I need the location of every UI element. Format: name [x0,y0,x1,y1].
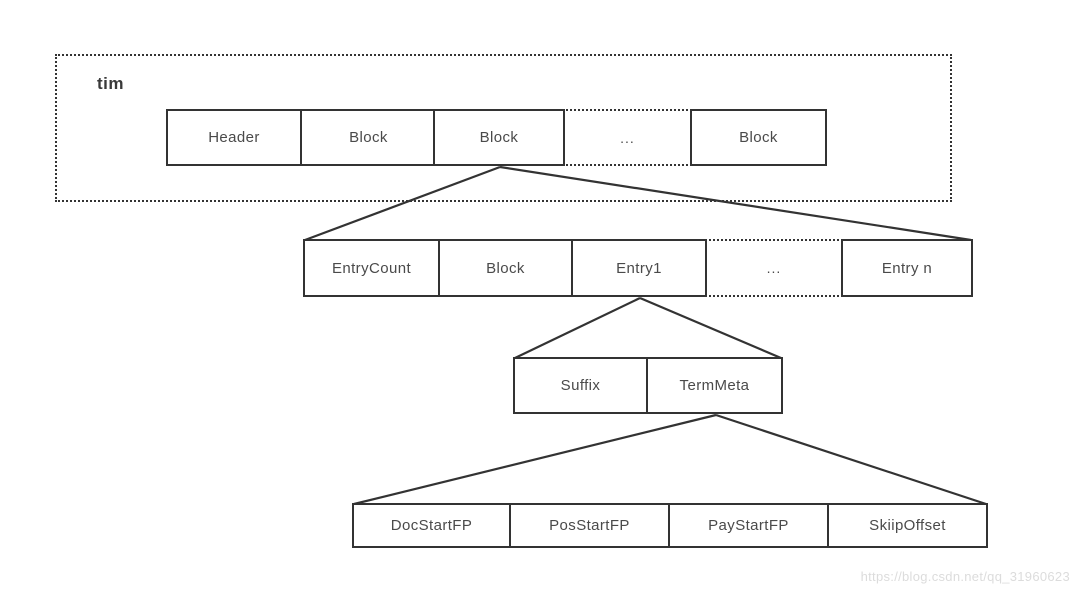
tim-label: tim [97,74,124,93]
docstartfp-box: DocStartFP [352,503,511,548]
connector-block-to-row2-right [499,165,972,242]
connector-entry1-to-row3-right [639,296,782,360]
tim-file-container [55,54,952,202]
connector-termmeta-to-row4-left [353,413,717,506]
block-box-1: Block [300,109,437,166]
connector-entry1-to-row3-left [514,297,641,359]
block-box-3: Block [690,109,827,166]
header-box: Header [166,109,302,166]
posstartfp-box: PosStartFP [509,503,670,548]
block-box-4: Block [438,239,573,297]
ellipsis-box-row1: ... [563,109,692,166]
watermark-text: https://blog.csdn.net/qq_31960623 [860,569,1070,584]
entry1-box: Entry1 [571,239,707,297]
suffix-box: Suffix [513,357,648,414]
block-box-2: Block [433,109,565,166]
skiipoffset-box: SkiipOffset [827,503,988,548]
connector-termmeta-to-row4-right [715,413,987,506]
paystartfp-box: PayStartFP [668,503,829,548]
entry-n-box: Entry n [841,239,973,297]
ellipsis-box-row2: ... [705,239,843,297]
entrycount-box: EntryCount [303,239,440,297]
connector-block-to-row2-left [304,165,501,242]
termmeta-box: TermMeta [646,357,783,414]
